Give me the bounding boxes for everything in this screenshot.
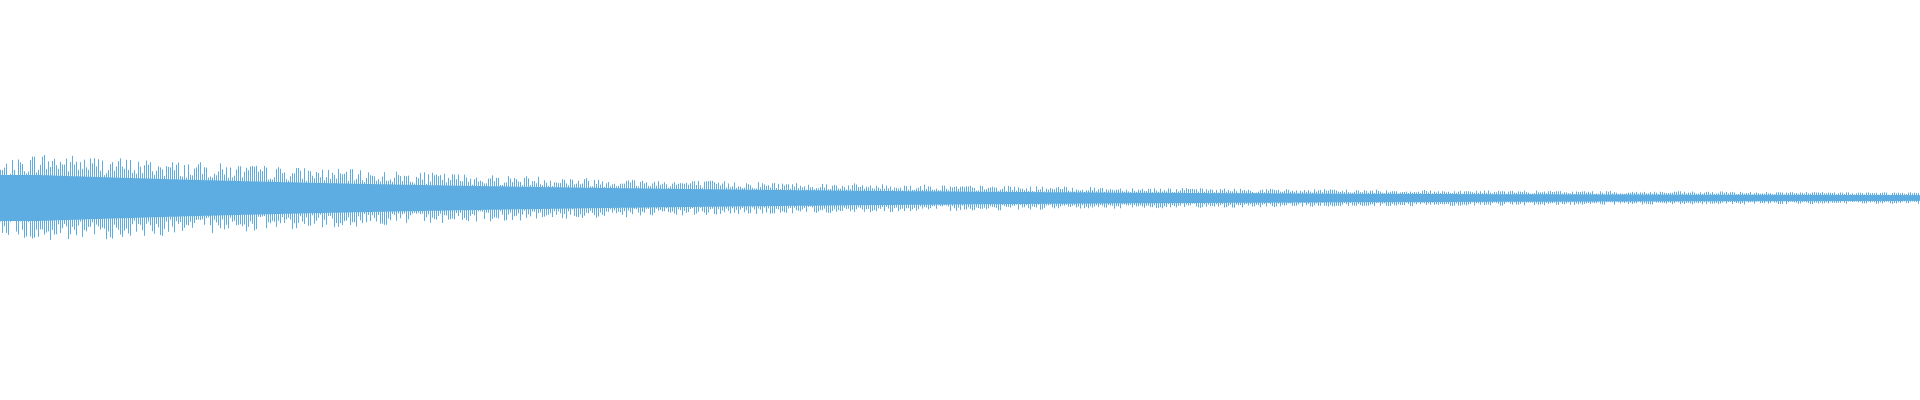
- waveform-trace: [0, 155, 1920, 240]
- waveform-core: [0, 175, 1920, 221]
